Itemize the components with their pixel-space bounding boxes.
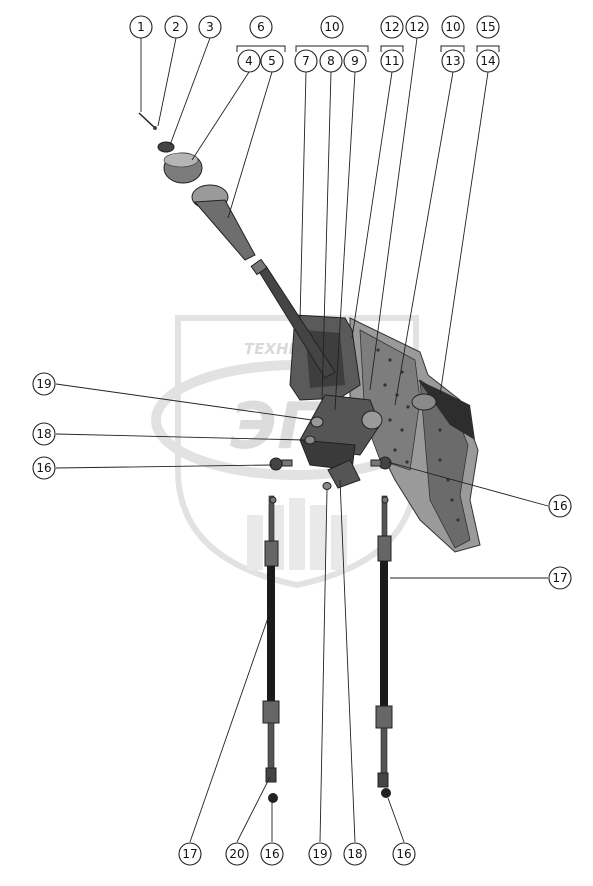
leader-lines	[55, 37, 549, 843]
callout-17-right: 17	[548, 566, 572, 590]
callout-3: 3	[198, 15, 222, 39]
callout-18-bottom: 18	[343, 842, 367, 866]
callout-18-left: 18	[32, 422, 56, 446]
callout-14: 14	[476, 49, 500, 73]
callout-12-first: 12	[380, 15, 404, 39]
svg-text:17: 17	[182, 847, 197, 861]
callout-1: 1	[129, 15, 153, 39]
ball-joint-left	[269, 457, 293, 471]
svg-text:20: 20	[229, 847, 244, 861]
callout-9: 9	[343, 49, 367, 73]
watermark: ТЕХНИКА ЭП	[151, 315, 441, 589]
svg-text:13: 13	[445, 54, 460, 68]
shift-lever	[250, 258, 336, 379]
svg-text:16: 16	[264, 847, 279, 861]
cable-left	[262, 495, 280, 803]
svg-text:6: 6	[257, 20, 265, 34]
callout-5: 5	[260, 49, 284, 73]
svg-text:14: 14	[480, 54, 495, 68]
retaining-ring	[157, 141, 175, 153]
svg-text:8: 8	[327, 54, 335, 68]
svg-text:10: 10	[324, 20, 339, 34]
svg-text:9: 9	[351, 54, 359, 68]
callout-12-second: 12	[405, 15, 429, 39]
callout-10-top: 10	[320, 15, 344, 39]
callout-7: 7	[294, 49, 318, 73]
svg-text:16: 16	[36, 461, 51, 475]
svg-text:4: 4	[245, 54, 253, 68]
callout-6: 6	[249, 15, 273, 39]
callout-19-bottom: 19	[308, 842, 332, 866]
svg-text:15: 15	[480, 20, 495, 34]
callout-10-right: 10	[441, 15, 465, 39]
svg-text:1: 1	[137, 20, 145, 34]
lock-pin	[138, 112, 157, 130]
group-brackets	[236, 45, 500, 52]
callout-20: 20	[225, 842, 249, 866]
knob-boot	[191, 184, 256, 261]
callout-17-bottom: 17	[178, 842, 202, 866]
svg-text:17: 17	[552, 571, 567, 585]
svg-text:3: 3	[206, 20, 214, 34]
svg-text:19: 19	[312, 847, 327, 861]
callout-16-left: 16	[32, 456, 56, 480]
svg-text:2: 2	[172, 20, 180, 34]
svg-text:7: 7	[302, 54, 310, 68]
svg-text:10: 10	[445, 20, 460, 34]
svg-text:16: 16	[396, 847, 411, 861]
link-bolts	[304, 416, 361, 490]
svg-text:5: 5	[268, 54, 276, 68]
callout-8: 8	[319, 49, 343, 73]
svg-text:18: 18	[36, 427, 51, 441]
callout-2: 2	[164, 15, 188, 39]
svg-text:12: 12	[384, 20, 399, 34]
callout-16-bottom-right: 16	[392, 842, 416, 866]
svg-text:12: 12	[409, 20, 424, 34]
svg-text:18: 18	[347, 847, 362, 861]
callout-16-bottom-left: 16	[260, 842, 284, 866]
callout-4: 4	[237, 49, 261, 73]
svg-text:11: 11	[384, 54, 399, 68]
callout-15: 15	[476, 15, 500, 39]
mounting-bracket	[349, 317, 481, 553]
shift-knob	[163, 152, 203, 184]
svg-text:19: 19	[36, 377, 51, 391]
cable-right	[375, 495, 393, 798]
callout-11: 11	[380, 49, 404, 73]
callout-13: 13	[441, 49, 465, 73]
callout-16-right: 16	[548, 494, 572, 518]
callout-19-left: 19	[32, 372, 56, 396]
svg-text:16: 16	[552, 499, 567, 513]
